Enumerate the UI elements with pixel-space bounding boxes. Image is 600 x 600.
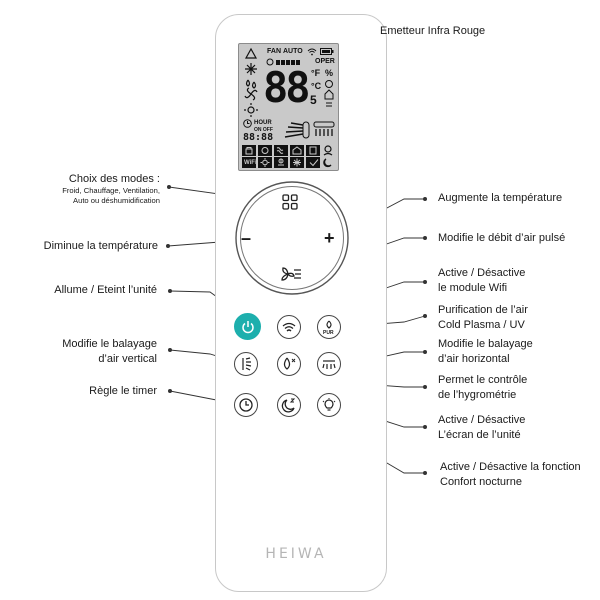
lcd-deg-c: °C bbox=[311, 81, 322, 91]
lcd-temp-digits: 88 bbox=[263, 63, 311, 112]
label-temp-down: Diminue la température bbox=[43, 240, 158, 252]
main-dial[interactable] bbox=[234, 180, 350, 296]
temp-down-button[interactable]: – bbox=[241, 228, 252, 248]
label-wifi-2: le module Wifi bbox=[438, 282, 508, 294]
fan-speed-button-icon[interactable] bbox=[280, 265, 302, 283]
night-comfort-button[interactable] bbox=[277, 393, 301, 417]
label-wifi-1: Active / Désactive bbox=[438, 267, 526, 279]
wifi-icon bbox=[282, 322, 296, 332]
lcd-function-icons-row1 bbox=[242, 145, 333, 156]
horizontal-swing-button[interactable] bbox=[317, 352, 341, 376]
lcd-side-icons bbox=[324, 80, 334, 107]
vertical-swing-indicator bbox=[284, 121, 310, 139]
label-pur-1: Purification de l’air bbox=[438, 304, 528, 316]
clock-icon bbox=[239, 398, 253, 412]
hygrometry-button[interactable] bbox=[277, 352, 301, 376]
label-vswing-2: d’air vertical bbox=[98, 353, 157, 365]
label-hswing-1: Modifie le balayage bbox=[438, 338, 533, 350]
lcd-function-icons-row2 bbox=[242, 157, 332, 168]
moon-icon bbox=[281, 398, 296, 413]
lcd-wifi-label: WiFi bbox=[244, 160, 257, 166]
screen-button[interactable] bbox=[317, 393, 341, 417]
label-screen-1: Active / Désactive bbox=[438, 414, 526, 426]
lcd-auto: AUTO bbox=[283, 48, 303, 55]
timer-button[interactable] bbox=[234, 393, 258, 417]
humidity-icon bbox=[283, 357, 296, 370]
label-hygro-2: de l’hygrométrie bbox=[438, 389, 517, 401]
vertical-swing-button[interactable] bbox=[234, 352, 258, 376]
mode-icons-column bbox=[244, 47, 258, 117]
horizontal-swing-indicator bbox=[313, 121, 335, 136]
label-modes-sub1: Froid, Chauffage, Ventilation, bbox=[62, 186, 160, 195]
label-timer: Règle le timer bbox=[89, 385, 157, 397]
power-icon bbox=[241, 320, 254, 333]
label-modes-title: Choix des modes : bbox=[68, 173, 160, 185]
purifier-icon bbox=[326, 320, 332, 329]
lcd-fan: FAN bbox=[267, 48, 281, 55]
lcd-on-off: ON OFF bbox=[254, 127, 273, 133]
lcd-hour: HOUR bbox=[254, 120, 272, 126]
lcd-temp-small: 5 bbox=[310, 93, 317, 107]
horizontal-swing-icon bbox=[322, 360, 336, 369]
wifi-button[interactable] bbox=[277, 315, 301, 339]
mode-button-icon[interactable] bbox=[282, 194, 298, 210]
lcd-pct: % bbox=[325, 68, 334, 78]
label-vswing-1: Modifie le balayage bbox=[62, 338, 157, 350]
label-fan: Modifie le débit d’air pulsé bbox=[438, 232, 566, 244]
label-night-2: Confort nocturne bbox=[440, 476, 522, 488]
diagram-title: Emetteur Infra Rouge bbox=[380, 25, 486, 37]
brand-logo: HEIWA bbox=[265, 546, 327, 562]
power-button[interactable] bbox=[234, 313, 261, 340]
battery-icon bbox=[320, 48, 334, 55]
lcd-clock: 88:88 bbox=[243, 132, 274, 143]
label-hygro-1: Permet le contrôle bbox=[438, 374, 528, 386]
temp-up-button[interactable]: + bbox=[324, 228, 335, 248]
lightbulb-icon bbox=[322, 398, 336, 411]
pur-label: PUR bbox=[323, 330, 334, 336]
label-power: Allume / Eteint l’unité bbox=[54, 284, 157, 296]
timer-icon bbox=[243, 119, 252, 128]
lcd-oper: OPER bbox=[315, 58, 335, 65]
lcd-screen: FAN AUTO OPER 88 °F % °C 5 HOUR ON OFF 8… bbox=[238, 43, 339, 171]
label-modes-sub2: Auto ou déshumidification bbox=[73, 196, 160, 205]
fan-speed-icon bbox=[266, 58, 300, 66]
label-screen-2: L’écran de l’unité bbox=[438, 429, 521, 441]
lcd-deg-f: °F bbox=[311, 68, 321, 78]
label-night-1: Active / Désactive la fonction bbox=[440, 461, 581, 473]
vertical-swing-icon bbox=[242, 357, 252, 371]
label-hswing-2: d’air horizontal bbox=[438, 353, 510, 365]
label-pur-2: Cold Plasma / UV bbox=[438, 319, 525, 331]
label-temp-up: Augmente la température bbox=[438, 192, 563, 204]
wifi-icon bbox=[307, 48, 317, 56]
pur-button[interactable]: PUR bbox=[317, 315, 341, 339]
